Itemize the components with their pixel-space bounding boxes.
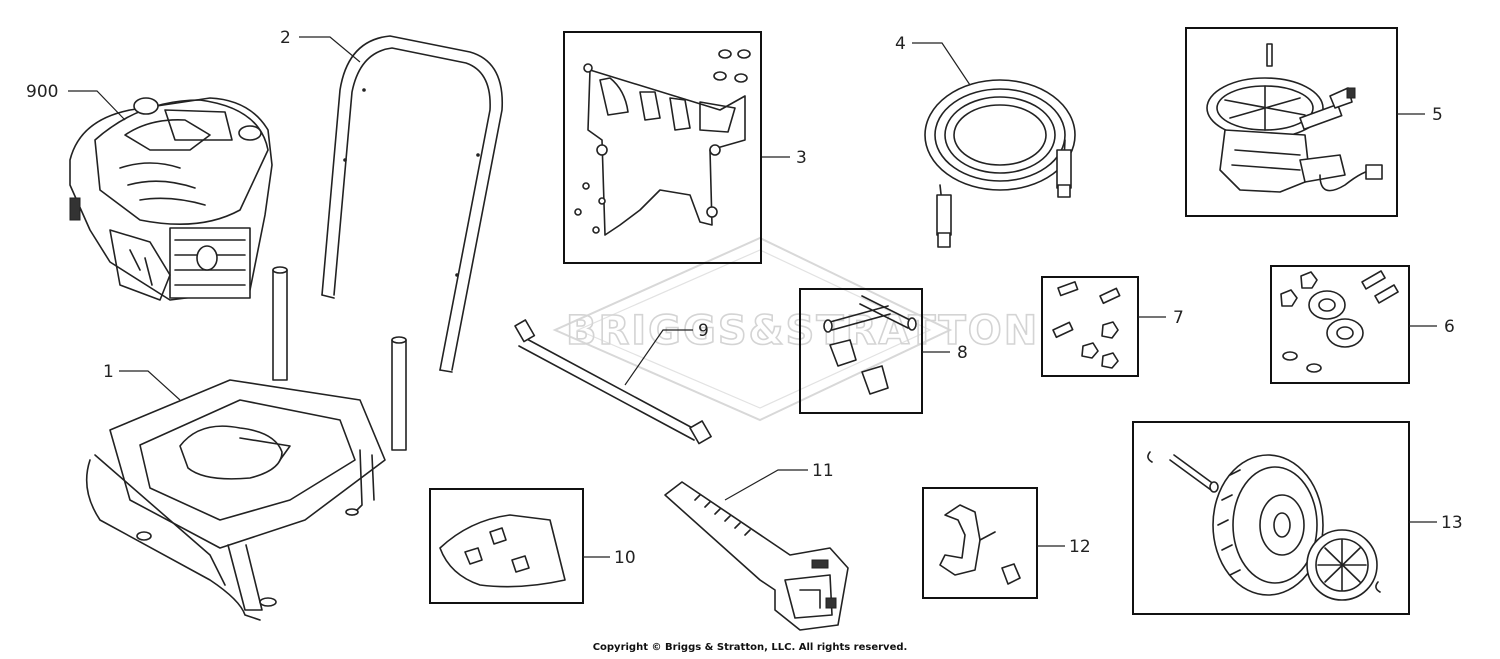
- part-7-bolts-nuts: [1041, 276, 1139, 377]
- callout-3: 3: [796, 148, 807, 168]
- part-11-spray-gun: [664, 481, 849, 631]
- callout-2: 2: [280, 28, 291, 48]
- part-1-frame: [85, 266, 407, 621]
- part-6-bearings: [1270, 265, 1410, 384]
- watermark-logo: BRIGGS&STRATTON: [552, 236, 1039, 422]
- callout-7: 7: [1173, 308, 1184, 328]
- part-10-nozzles: [429, 488, 584, 604]
- callout-6: 6: [1444, 317, 1455, 337]
- callout-1: 1: [103, 362, 114, 382]
- part-5-pump: [1185, 27, 1398, 217]
- copyright-notice: Copyright © Briggs & Stratton, LLC. All …: [592, 642, 908, 653]
- watermark-text: BRIGGS&STRATTON: [566, 308, 1039, 354]
- leader-lines: [68, 36, 1437, 558]
- part-12-hose-hook: [922, 487, 1038, 599]
- callout-900: 900: [26, 82, 58, 102]
- callout-13: 13: [1441, 513, 1463, 533]
- callout-9: 9: [698, 321, 709, 341]
- part-900-engine: [69, 97, 273, 301]
- callout-11: 11: [812, 461, 834, 481]
- callout-12: 12: [1069, 537, 1091, 557]
- callout-5: 5: [1432, 105, 1443, 125]
- part-13-wheel-kit: [1132, 421, 1410, 615]
- part-4-hose: [924, 79, 1076, 248]
- callout-8: 8: [957, 343, 968, 363]
- part-9-wand: [514, 319, 712, 445]
- part-3-panel: [563, 31, 762, 264]
- callout-10: 10: [614, 548, 636, 568]
- callout-4: 4: [895, 34, 906, 54]
- callout-numbers: 900 1 2 3 4 5 6 7 8 9 10 11 12 13: [26, 28, 1463, 568]
- part-8-bolts-knobs: [799, 288, 923, 414]
- part-2-handle: [321, 35, 503, 373]
